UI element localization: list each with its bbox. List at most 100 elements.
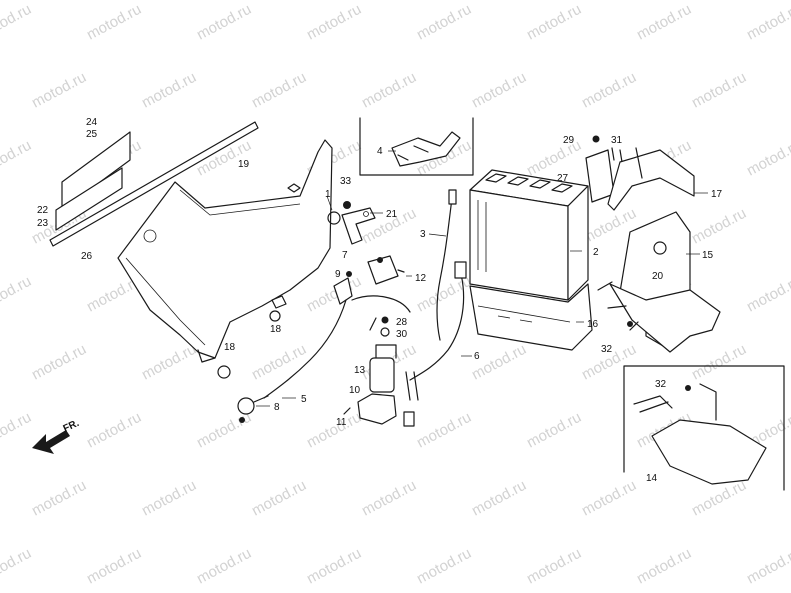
- watermark-text: motod.ru: [524, 409, 584, 452]
- watermark-text: motod.ru: [249, 341, 309, 384]
- watermark-text: motod.ru: [689, 69, 749, 112]
- part-number-label: 15: [702, 250, 714, 261]
- watermark-text: motod.ru: [0, 409, 34, 452]
- watermark-text: motod.ru: [29, 69, 89, 112]
- part-number-label: 18: [270, 324, 282, 335]
- watermark-text: motod.ru: [0, 545, 34, 588]
- part-number-label: 18: [224, 342, 236, 353]
- part-number-label: 27: [557, 173, 569, 184]
- watermark-text: motod.ru: [0, 137, 34, 180]
- part-number-label: 8: [274, 402, 280, 413]
- part-number-label: 14: [646, 473, 658, 484]
- watermark-text: motod.ru: [139, 341, 199, 384]
- part-number-label: 5: [301, 394, 307, 405]
- part-number-label: 22: [37, 205, 49, 216]
- watermark-text: motod.ru: [84, 545, 144, 588]
- watermark-text: motod.ru: [524, 545, 584, 588]
- part-number-label: 16: [587, 319, 599, 330]
- part-number-label: 19: [238, 159, 250, 170]
- watermark-text: motod.ru: [194, 1, 254, 44]
- part-number-label: 28: [396, 317, 408, 328]
- part-number-label: 25: [86, 129, 98, 140]
- watermark-text: motod.ru: [744, 1, 791, 44]
- battery: [469, 169, 589, 301]
- watermark-text: motod.ru: [139, 477, 199, 520]
- battery-cable-positive: [409, 261, 467, 381]
- watermark-text: motod.ru: [579, 477, 639, 520]
- part-number-label: 21: [386, 209, 398, 220]
- part-number-label: 33: [340, 176, 352, 187]
- watermark-text: motod.ru: [469, 69, 529, 112]
- inset-case-box: [623, 365, 785, 491]
- part-number-label: 32: [601, 344, 613, 355]
- battery-holder-bracket: [327, 201, 376, 245]
- battery-band: [585, 135, 623, 203]
- part-number-label: 4: [377, 146, 383, 157]
- front-direction-marker: FR.: [32, 418, 81, 454]
- battery-case: [597, 211, 721, 353]
- watermark-text: motod.ru: [304, 1, 364, 44]
- part-number-label: 31: [611, 135, 623, 146]
- part-number-labels: 1 2 3 4 5 6 7 8 9 10 11 12 13 14 15 16 1…: [37, 117, 723, 484]
- battery-bracket: [607, 147, 695, 211]
- watermark-text: motod.ru: [359, 477, 419, 520]
- starter-cable: [237, 295, 411, 423]
- fuse-assembly: [343, 344, 419, 427]
- watermark-text: motod.ru: [524, 137, 584, 180]
- watermark-text: motod.ru: [634, 1, 694, 44]
- part-number-label: 3: [420, 229, 426, 240]
- watermark-text: motod.ru: [744, 545, 791, 588]
- part-number-label: 29: [563, 135, 575, 146]
- part-number-label: 1: [325, 189, 331, 200]
- strip-trim: [49, 121, 259, 247]
- part-number-label: 7: [342, 250, 348, 261]
- watermark-text: motod.ru: [194, 545, 254, 588]
- front-marker-label: FR.: [62, 418, 81, 435]
- part-number-label: 6: [474, 351, 480, 362]
- watermark-text: motod.ru: [414, 409, 474, 452]
- watermark-text: motod.ru: [414, 545, 474, 588]
- part-number-label: 26: [81, 251, 93, 262]
- watermark-text: motod.ru: [359, 69, 419, 112]
- grommets: [217, 310, 281, 379]
- part-number-label: 17: [711, 189, 723, 200]
- watermark-text: motod.ru: [689, 205, 749, 248]
- watermark-text: motod.ru: [139, 69, 199, 112]
- watermark-text: motod.ru: [0, 1, 34, 44]
- watermark-text: motod.ru: [414, 1, 474, 44]
- watermark-text: motod.ru: [304, 545, 364, 588]
- watermark-text: motod.ru: [469, 341, 529, 384]
- watermark-text: motod.ru: [744, 137, 791, 180]
- part-number-label: 12: [415, 273, 427, 284]
- watermark-text: motod.ru: [634, 545, 694, 588]
- watermark-text: motod.ru: [194, 409, 254, 452]
- emblem-strip: [55, 131, 131, 231]
- holder-box: [359, 117, 474, 176]
- part-number-label: 10: [349, 385, 361, 396]
- watermark-text: motod.ru: [84, 1, 144, 44]
- watermark-text: motod.ru: [29, 341, 89, 384]
- watermark-text: motod.ru: [469, 477, 529, 520]
- part-number-label: 32: [655, 379, 667, 390]
- watermark-text: motod.ru: [249, 69, 309, 112]
- starter-relay: [333, 255, 405, 305]
- battery-tray: [469, 283, 593, 351]
- nut-and-washer: [369, 316, 390, 337]
- watermark-text: motod.ru: [84, 409, 144, 452]
- part-number-label: 24: [86, 117, 98, 128]
- watermark-text: motod.ru: [689, 341, 749, 384]
- part-number-label: 23: [37, 218, 49, 229]
- watermark-text: motod.ru: [249, 477, 309, 520]
- leader-lines: [256, 150, 708, 407]
- watermark-text: motod.ru: [0, 273, 34, 316]
- watermark-text: motod.ru: [524, 1, 584, 44]
- part-number-label: 20: [652, 271, 664, 282]
- part-number-label: 13: [354, 365, 366, 376]
- watermark-text: motod.ru: [304, 409, 364, 452]
- watermark-text: motod.ru: [744, 273, 791, 316]
- part-number-label: 9: [335, 269, 341, 280]
- battery-cable-negative: [436, 189, 457, 341]
- watermark-text: motod.ru: [29, 477, 89, 520]
- part-number-label: 30: [396, 329, 408, 340]
- part-number-label: 2: [593, 247, 599, 258]
